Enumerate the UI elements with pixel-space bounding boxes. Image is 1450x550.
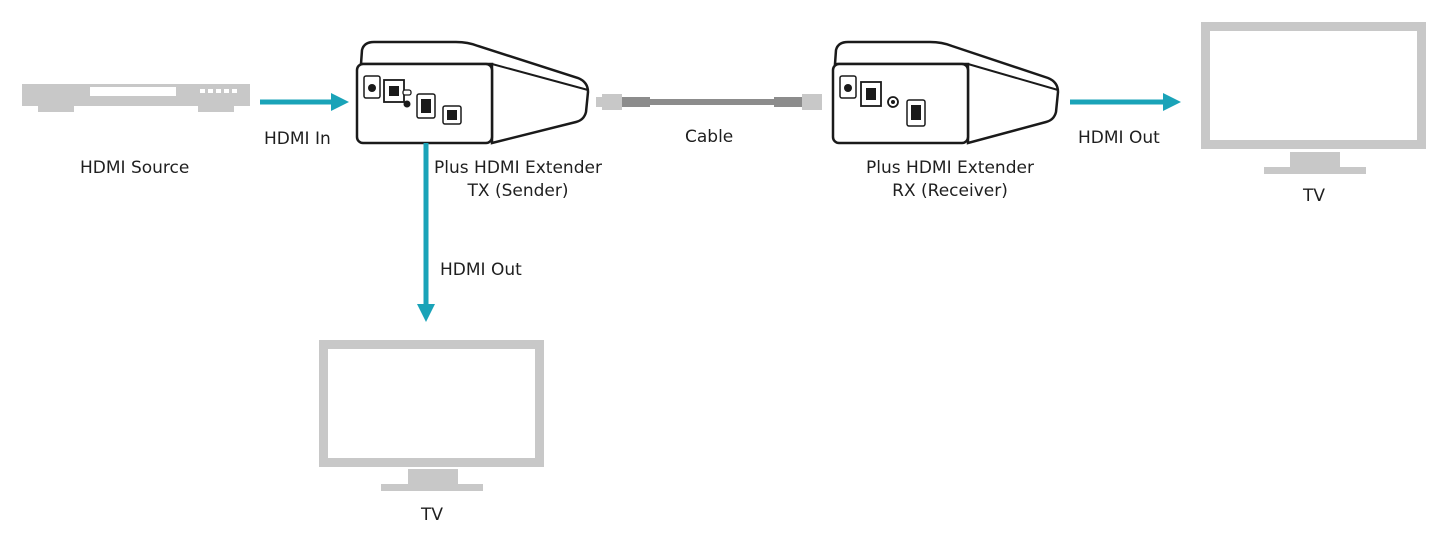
hdmi-out-down-label: HDMI Out [440, 260, 522, 280]
rx-label-line2: RX (Receiver) [892, 181, 1008, 201]
tv-bottom-icon [319, 340, 544, 491]
media-player-icon [22, 84, 250, 112]
network-cable-icon [596, 94, 822, 110]
tx-extender-label: Plus HDMI Extender TX (Sender) [434, 157, 602, 203]
tx-label-line1: Plus HDMI Extender [434, 158, 602, 178]
tx-extender-icon [355, 40, 590, 145]
hdmi-in-label: HDMI In [264, 129, 331, 149]
hdmi-out-right-label: HDMI Out [1078, 128, 1160, 148]
tv-bottom-label: TV [421, 505, 444, 525]
tv-right-icon [1201, 22, 1426, 174]
tv-right-label: TV [1303, 186, 1326, 206]
rx-extender-icon [831, 40, 1060, 145]
cable-label: Cable [685, 127, 734, 147]
hdmi-source-label: HDMI Source [80, 158, 190, 178]
rx-extender-label: Plus HDMI Extender RX (Receiver) [866, 157, 1034, 203]
tx-label-line2: TX (Sender) [467, 181, 569, 201]
rx-label-line1: Plus HDMI Extender [866, 158, 1034, 178]
